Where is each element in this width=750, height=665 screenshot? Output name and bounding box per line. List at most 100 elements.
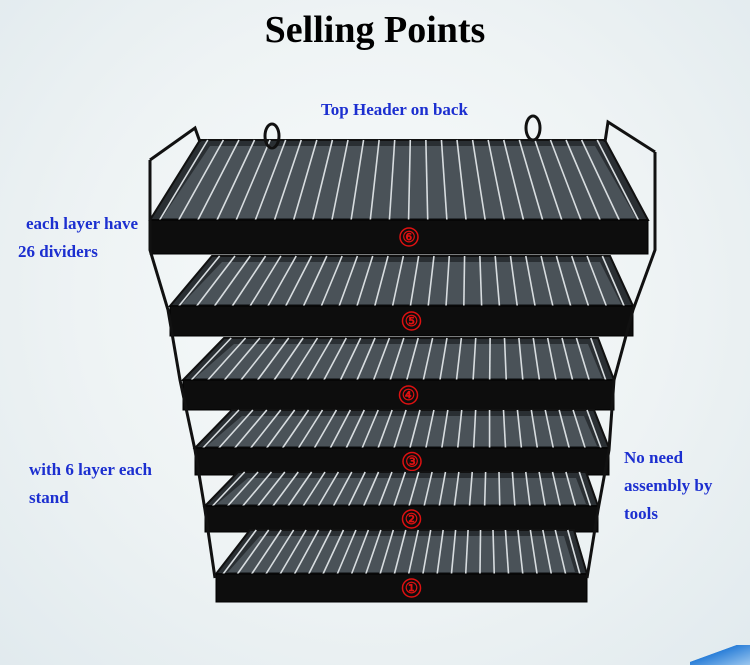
shelf-divider — [273, 139, 303, 221]
shelf-divider — [281, 409, 310, 449]
shelf-divider — [393, 409, 407, 449]
shelf-front-band — [169, 305, 634, 337]
shelf-front-band — [149, 219, 649, 255]
shelf-divider — [439, 337, 448, 381]
shelf-divider — [178, 139, 225, 221]
shelf-divider — [468, 471, 474, 507]
shelf-divider — [565, 471, 577, 507]
shelf-divider — [178, 255, 221, 307]
shelf-divider — [379, 529, 395, 575]
shelf-divider — [502, 409, 507, 449]
shelf-divider — [408, 471, 420, 507]
shelf-divider — [393, 529, 407, 575]
shelf-divider — [329, 409, 352, 449]
left-frame-rail — [148, 160, 217, 579]
shelf-divider — [438, 471, 447, 507]
shelf-front-band — [182, 379, 615, 411]
shelf-layer: ① — [213, 529, 589, 603]
shelf-divider — [362, 471, 380, 507]
shelf-divider — [572, 409, 586, 449]
shelf-divider — [251, 529, 282, 575]
shelf-floor — [228, 536, 575, 572]
shelf-divider — [472, 409, 477, 449]
shelf-divider — [517, 529, 524, 575]
shelf-divider — [312, 139, 334, 221]
shelf-divider — [554, 529, 567, 575]
note-dividers: each layer have 26 dividers — [18, 210, 138, 266]
layer-badge — [401, 509, 422, 529]
note-layers-line-1: with 6 layer each — [29, 460, 152, 479]
shelf-divider — [575, 337, 590, 381]
shelf-divider — [555, 255, 572, 307]
shelf-divider — [222, 529, 257, 575]
shelf-divider — [227, 471, 259, 507]
shelf-divider — [347, 471, 366, 507]
shelf-divider — [544, 409, 555, 449]
shelf-divider — [190, 337, 232, 381]
layer-badge — [401, 578, 422, 598]
shelf-divider — [558, 409, 570, 449]
shelf-divider — [561, 337, 574, 381]
shelf-divider — [427, 255, 435, 307]
shelf-divider — [502, 139, 525, 221]
shelf-divider — [356, 337, 376, 381]
shelf-divider — [503, 337, 508, 381]
shelf-divider — [425, 139, 429, 221]
shelf-divider — [551, 471, 561, 507]
layer-badge — [398, 385, 419, 405]
shelf-divider — [516, 409, 523, 449]
shelf-divider — [472, 337, 477, 381]
shelf-divider — [378, 471, 393, 507]
shelf-divider — [441, 409, 449, 449]
shelf-divider — [492, 529, 496, 575]
shelf-divider — [546, 337, 557, 381]
shelf-divider — [566, 529, 581, 575]
shelf-divider — [273, 337, 304, 381]
shelf-divider — [267, 255, 297, 307]
layer-badge — [399, 227, 419, 247]
shelf-divider — [440, 139, 448, 221]
right-top-rail — [603, 119, 656, 154]
shelf-divider — [322, 529, 345, 575]
shelf-divider — [317, 471, 340, 507]
shelf-divider — [361, 409, 379, 449]
shelf-divider — [320, 255, 343, 307]
note-assembly-line-2: assembly by — [624, 476, 713, 495]
top-header-hook-left — [263, 122, 281, 150]
layer-badge — [402, 451, 422, 472]
shelf-divider — [479, 255, 483, 307]
shelf-divider — [436, 529, 444, 575]
shelf-divider — [498, 471, 501, 507]
shelf-divider — [236, 529, 270, 575]
shelf-floor — [162, 146, 636, 218]
shelf-divider — [242, 471, 273, 507]
page-title: Selling Points — [264, 9, 486, 51]
shelf-divider — [339, 337, 362, 381]
shelf-divider — [586, 409, 602, 449]
shelf-divider — [302, 255, 328, 307]
shelf-front-band — [204, 505, 599, 533]
shelf-divider — [391, 255, 405, 307]
shelf-layer: ⑥ — [148, 139, 650, 255]
layer-badge-number: ⑥ — [402, 230, 415, 246]
shelf-divider — [235, 139, 271, 221]
shelf-divider — [409, 409, 421, 449]
shelf-divider — [422, 337, 434, 381]
shelf-divider — [272, 471, 299, 507]
shelf-divider — [445, 255, 451, 307]
shelf-divider — [302, 471, 326, 507]
shelf-divider — [538, 471, 546, 507]
shelf-divider — [532, 337, 541, 381]
shelf-divider — [279, 529, 307, 575]
left-top-rail — [149, 125, 202, 162]
note-assembly-line-1: No need — [624, 448, 684, 467]
top-header-hook-right — [524, 114, 542, 142]
shelf-divider — [369, 139, 380, 221]
note-layers: with 6 layer each stand — [29, 456, 152, 512]
layer-badge — [401, 311, 422, 331]
layer-badge-number: ② — [405, 512, 418, 528]
shelf-layer: ② — [202, 471, 600, 533]
shelf-divider — [332, 471, 353, 507]
shelf-divider — [455, 337, 463, 381]
shelf-divider — [407, 529, 420, 575]
